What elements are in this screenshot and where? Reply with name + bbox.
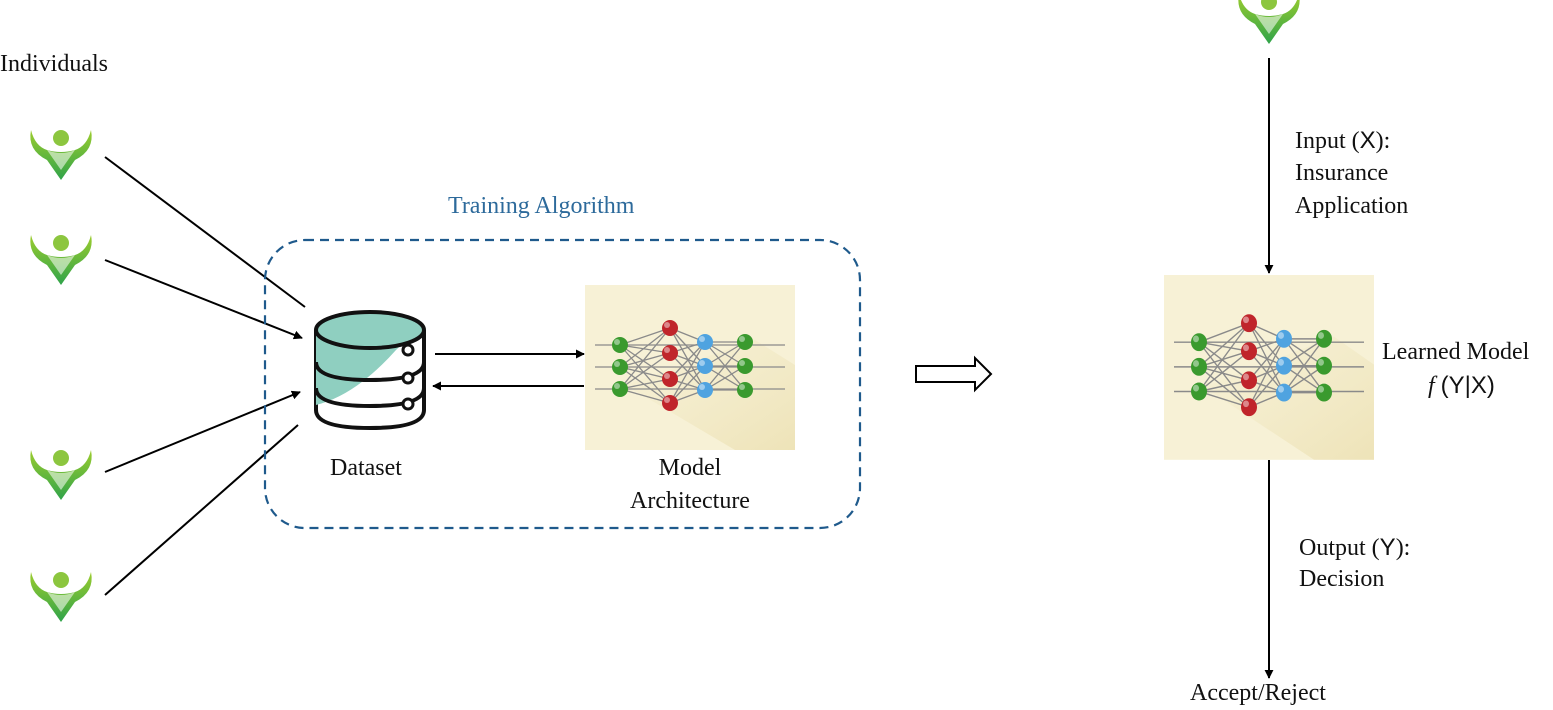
- person-icon: [30, 450, 92, 500]
- dataset-label: Dataset: [330, 455, 402, 481]
- person-icon: [1238, 0, 1300, 44]
- person-icon: [30, 572, 92, 622]
- input-label: Input (X):: [1295, 127, 1391, 154]
- architecture-label: Architecture: [630, 488, 750, 514]
- person-icon: [30, 130, 92, 180]
- learned-model-label: Learned Model: [1382, 339, 1530, 365]
- insurance-label: Insurance: [1295, 160, 1389, 186]
- model-label: Model: [658, 455, 722, 481]
- application-label: Application: [1295, 193, 1409, 219]
- hollow-right-arrow-icon: [915, 355, 993, 393]
- training-algorithm-title: Training Algorithm: [448, 193, 635, 219]
- training-algorithm-box: [263, 238, 862, 530]
- neural-network-icon: [584, 284, 796, 451]
- individual-link-line: [104, 156, 306, 308]
- person-icon: [30, 235, 92, 285]
- output-label: Output (Y):: [1299, 534, 1411, 561]
- neural-network-icon: [1163, 274, 1375, 461]
- individual-to-dataset-arrow: [104, 259, 303, 340]
- database-icon: [314, 310, 426, 431]
- decision-label: Decision: [1299, 566, 1385, 592]
- individuals-label: Individuals: [0, 51, 108, 77]
- model-function-label: f (Y|X): [1428, 372, 1495, 399]
- individual-link-line: [104, 424, 299, 596]
- accept-reject-label: Accept/Reject: [1190, 680, 1326, 706]
- individual-to-dataset-arrow: [104, 390, 301, 473]
